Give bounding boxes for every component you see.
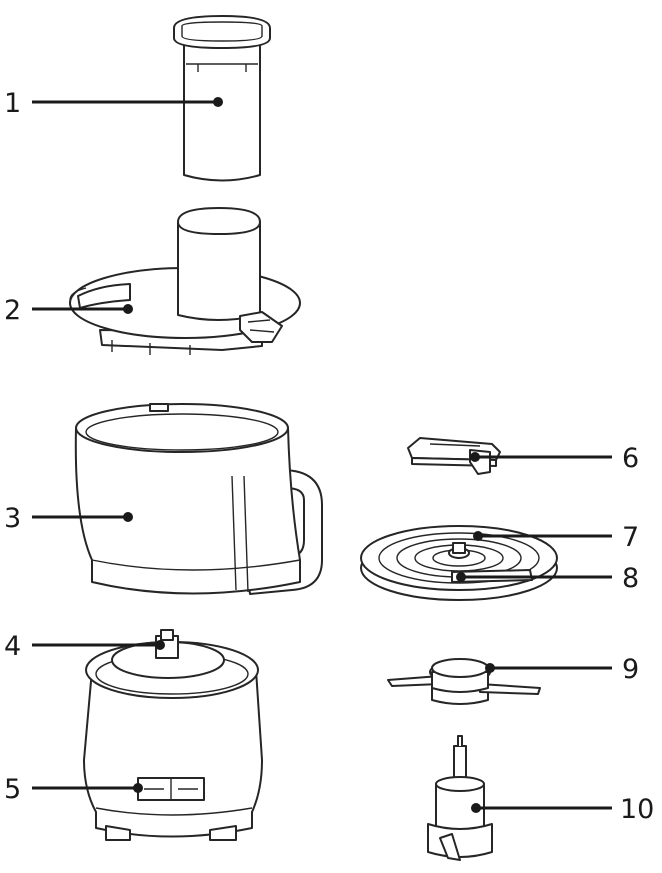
leader-dot-7 <box>473 531 483 541</box>
callout-label-7: 7 <box>622 522 639 553</box>
leader-dot-2 <box>123 304 133 314</box>
leader-dot-9 <box>485 663 495 673</box>
part-blade-shaft <box>427 735 493 861</box>
leader-dot-6 <box>470 452 480 462</box>
part-bowl <box>74 403 323 595</box>
part-pusher <box>173 15 271 182</box>
leader-dot-10 <box>471 803 481 813</box>
callout-label-3: 3 <box>4 503 21 534</box>
part-lid <box>69 207 301 355</box>
callout-label-4: 4 <box>4 631 21 662</box>
leader-dot-5 <box>133 783 143 793</box>
callout-label-2: 2 <box>4 295 21 326</box>
leader-dot-1 <box>213 97 223 107</box>
callout-labels: 1 2 3 4 5 6 7 8 9 10 <box>4 88 654 825</box>
leader-dot-8 <box>456 572 466 582</box>
part-chopping-blade <box>387 658 541 705</box>
part-grating-disc <box>360 525 558 601</box>
leader-lines <box>32 97 612 813</box>
leader-dot-4 <box>155 640 165 650</box>
leader-dot-3 <box>123 512 133 522</box>
callout-label-10: 10 <box>620 794 654 825</box>
callout-label-1: 1 <box>4 88 21 119</box>
callout-label-9: 9 <box>622 654 639 685</box>
part-motor-base <box>83 629 263 841</box>
callout-label-6: 6 <box>622 443 639 474</box>
callout-label-5: 5 <box>4 774 21 805</box>
callout-label-8: 8 <box>622 563 639 594</box>
